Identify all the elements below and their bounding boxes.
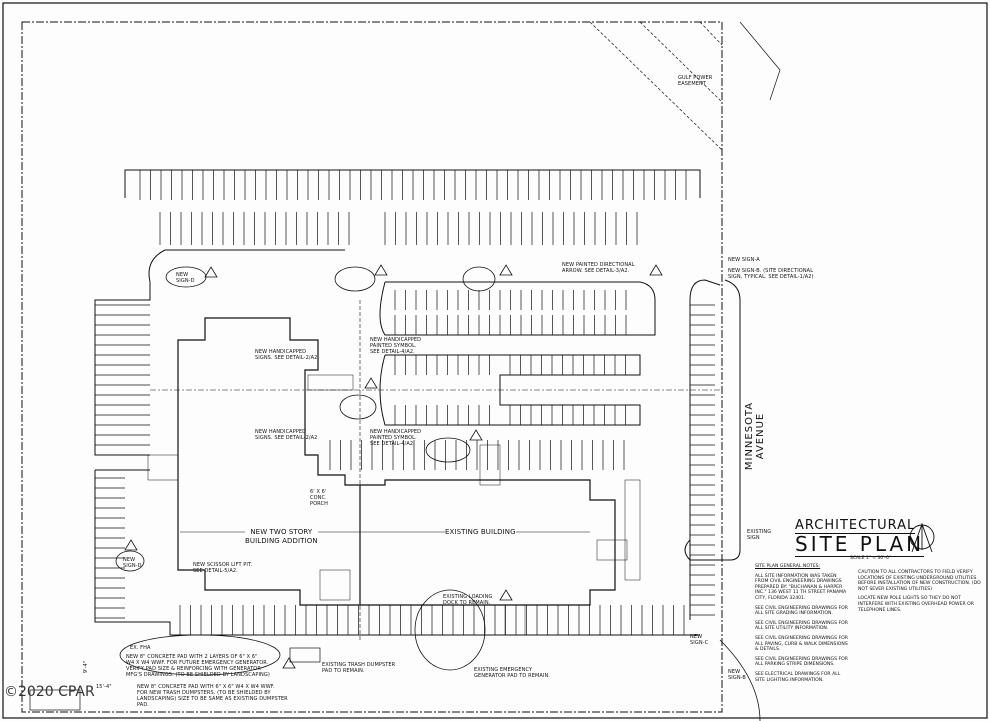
label-handicapped-signs-1: NEW HANDICAPPED SIGNS. SEE DETAIL-2/A2 [255, 349, 318, 361]
note-item: SEE CIVIL ENGINEERING DRAWINGS FOR ALL P… [755, 656, 848, 668]
gulf-power-easement-lines [589, 21, 723, 151]
revision-clouds [115, 266, 496, 676]
scale-label: SCALE 1" = 30'-0" [850, 556, 891, 561]
label-sign-b-typical: NEW SIGN-B. (SITE DIRECTIONAL SIGN, TYPI… [728, 268, 814, 280]
label-sign-d-top: NEW SIGN-D [176, 272, 195, 284]
label-handicapped-signs-2: NEW HANDICAPPED SIGNS. SEE DETAIL-2/A2 [255, 429, 318, 441]
street-name-label: MINNESOTA AVENUE [744, 401, 766, 471]
label-generator-remain: EXISTING EMERGENCY GENERATOR PAD TO REMA… [474, 667, 550, 679]
label-trash-remain: EXISTING TRASH DUMPSTER PAD TO REMAIN. [322, 662, 396, 674]
title-line-1: ARCHITECTURAL [795, 518, 916, 534]
label-loading-dock: EXISTING LOADING DOCK TO REMAIN. [443, 594, 493, 606]
label-sign-c: NEW SIGN-C [690, 634, 709, 646]
note-item: SEE CIVIL ENGINEERING DRAWINGS FOR ALL P… [755, 635, 848, 653]
label-ex-fha: EX. FHA [130, 645, 151, 651]
label-existing-building: EXISTING BUILDING [445, 528, 516, 537]
sidewalk-grids [147, 374, 641, 636]
label-gulf-power-easement: GULF POWER EASEMENT [678, 75, 713, 87]
label-scissor-lift: NEW SCISSOR LIFT PIT. SEE DETAIL-5/A2. [193, 562, 253, 574]
label-porch: 6' X 6' CONC. PORCH [310, 489, 328, 507]
notes-heading: SITE PLAN GENERAL NOTES: [755, 564, 821, 569]
general-notes-left: SITE PLAN GENERAL NOTES: ALL SITE INFORM… [755, 564, 850, 687]
north-arrow-icon [909, 522, 935, 553]
label-sign-b: NEW SIGN-B [728, 669, 746, 681]
note-item: ALL SITE INFORMATION WAS TAKEN FROM CIVI… [755, 573, 847, 601]
copyright-watermark: ©2020 CPAR [4, 684, 95, 700]
note-item: SEE CIVIL ENGINEERING DRAWINGS FOR ALL S… [755, 620, 848, 632]
note-item: SEE CIVIL ENGINEERING DRAWINGS FOR ALL S… [755, 605, 848, 617]
note-item: CAUTION TO ALL CONTRACTORS TO FIELD VERI… [858, 570, 981, 592]
parking-curbs [94, 169, 741, 636]
general-notes-right: CAUTION TO ALL CONTRACTORS TO FIELD VERI… [858, 570, 986, 617]
title-line-2: SITE PLAN [795, 532, 925, 557]
new-building-addition-outline [177, 317, 361, 606]
label-sign-a: NEW SIGN-A [728, 257, 760, 263]
label-handicapped-symbol-1: NEW HANDICAPPED PAINTED SYMBOL. SEE DETA… [370, 337, 422, 355]
note-item: SEE ELECTRICAL DRAWINGS FOR ALL SITE LIG… [755, 671, 841, 683]
note-item: LOCATE NEW POLE LIGHTS SO THEY DO NOT IN… [858, 596, 974, 613]
label-dim-1: 15'-4" [96, 684, 112, 690]
existing-building-outline [360, 479, 616, 606]
label-handicapped-symbol-2: NEW HANDICAPPED PAINTED SYMBOL. SEE DETA… [370, 429, 422, 447]
property-line [21, 21, 723, 713]
label-painted-arrow: NEW PAINTED DIRECTIONAL ARROW. SEE DETAI… [562, 262, 635, 274]
label-sign-d-left: NEW SIGN-D [123, 557, 142, 569]
label-generator-pad: NEW 8" CONCRETE PAD WITH 2 LAYERS OF 6" … [126, 654, 270, 678]
label-trash-pad: NEW 8" CONCRETE PAD WITH 6" X 6" W4 X W4… [137, 684, 288, 708]
label-new-addition: NEW TWO STORY BUILDING ADDITION [245, 528, 318, 546]
label-dim-2: 9'-4" [83, 660, 90, 674]
parking-stalls [95, 170, 715, 635]
revision-triangles [124, 264, 663, 669]
label-existing-sign: EXISTING SIGN [747, 529, 772, 541]
